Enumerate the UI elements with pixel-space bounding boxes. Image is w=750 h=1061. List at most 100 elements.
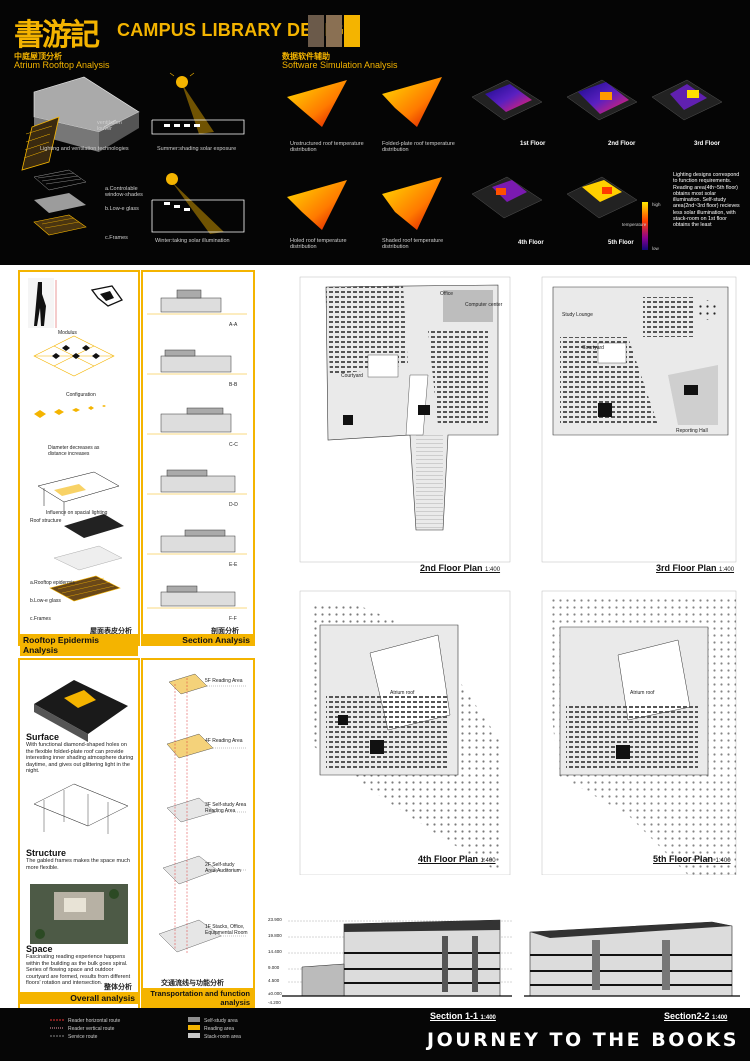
rooftop-caption-en: Rooftop Epidermis Analysis [20,634,138,656]
label-frames: c.Frames [105,235,128,241]
roof-caption-1: Unstructured roof temperature distributi… [290,141,364,153]
plan-3-title: 3rd Floor Plan [656,563,717,573]
label-lowe-glass: b.Low-e glass [30,598,61,604]
plan-5-caption: 5th Floor Plan 1:400 [653,854,731,864]
section-2-caption: Section2-2 1:400 [664,1011,727,1021]
level-4500: 4.500 [268,978,280,983]
plan-5-scale: 1:400 [715,858,731,864]
floor-plans [299,276,737,875]
overall-caption-en: Overall analysis [20,992,138,1004]
room-computer: Computer center [465,302,503,308]
label-configuration: Configuration [66,392,96,398]
footer-band: Reader horizontal route Reader vertical … [0,1008,750,1061]
transport-caption-cn: 交通流线与功能分析 [161,979,224,987]
legend-reading: Reading area [204,1026,235,1032]
floor-label-5: 5th Floor [608,240,634,246]
level-14400: 14.400 [268,949,282,954]
label-frames-2: c.Frames [30,616,51,622]
section-2-title: Section2-2 [664,1011,710,1021]
label-lighting: Lighting and ventilation technologies [40,146,129,152]
label-ventilation: ventilation louver [97,120,122,132]
legend-swatches [50,1017,200,1038]
surface-heading: Surface [26,732,60,742]
plan-4-scale: 1:400 [480,858,496,864]
section-cc: C-C [229,442,238,448]
label-winter: Winter:taking solar illumination [155,238,230,244]
space-text: Fascinating reading experience happens w… [26,954,131,986]
atrium-diagrams [21,72,245,236]
sim-title-en: Software Simulation Analysis [282,60,398,70]
slogan: JOURNEY TO THE BOOKS [427,1029,739,1051]
plan-3-caption: 3rd Floor Plan 1:400 [656,563,734,573]
level-5f: 5F Reading Area [205,678,243,684]
structure-text: The gabled frames makes the space much m… [26,858,130,871]
section-1-caption: Section 1-1 1:400 [430,1011,496,1021]
transport-drawings [158,673,247,954]
level-m4200: -4.200 [268,1000,281,1005]
room-courtyard-2: Courtyard [341,373,363,379]
plan-4-title: 4th Floor Plan [418,854,479,864]
level-23900: 23.900 [268,917,282,922]
simulation-note: Lighting designs correspond to function … [673,172,740,229]
plan-4-caption: 4th Floor Plan 1:400 [418,854,496,864]
roof-caption-3: Holed roof temperature distribution [290,238,347,250]
room-courtyard-3: Courtyard [582,345,604,351]
section-dd: D-D [229,502,238,508]
floor-label-2: 2nd Floor [608,141,636,147]
plan-2-title: 2nd Floor Plan [420,563,483,573]
simulation-renders [287,77,723,250]
label-epidermis: a.Rooftop epidermis [30,580,75,586]
section-1-scale: 1:400 [480,1015,496,1021]
level-9000: 9.000 [268,965,280,970]
legend-horizontal: Reader horizontal route [68,1018,121,1024]
room-office: Office [440,291,453,297]
roof-caption-4: Shaded roof temperature distribution [382,238,444,250]
label-spacial: Influence on spacial lighting [46,510,108,516]
section-bb: B-B [229,382,238,388]
rooftop-caption-cn: 屋面表皮分析 [90,627,132,635]
level-19800: 19.800 [268,933,282,938]
label-modulus: Modulus [58,330,77,336]
legend-selfstudy: Self-study area [204,1018,238,1024]
plan-3-scale: 1:400 [719,567,735,573]
transport-caption-en: Transportation and function analysis [143,988,253,1008]
legend-vertical: Reader vertical route [68,1026,115,1032]
legend-high: high [652,202,661,207]
section-2-scale: 1:400 [712,1015,728,1021]
legend-stack: Stack-room area [204,1034,241,1040]
section-ee: E-E [229,562,238,568]
section-aa: A-A [229,322,238,328]
label-lowe: b.Low-e glass [105,206,139,212]
section-caption-en: Section Analysis [143,634,253,646]
level-3f: 3F Self-study Area Reading Area [205,802,247,814]
atrium-title-cn: 中庭屋顶分析 [14,52,62,61]
room-atrium-5: Atrium roof [630,690,655,696]
level-1f: 1F Stacks, Office, Equipmental Room [205,924,248,936]
structure-heading: Structure [26,848,67,858]
swatch-2 [326,15,342,47]
room-atrium-4: Atrium roof [390,690,415,696]
header-band: 書游記 CAMPUS LIBRARY DESIGN 中庭屋顶分析 Atrium … [0,0,750,265]
building-sections [282,919,740,997]
section-ff: F-F [229,616,237,622]
floor-label-1: 1st Floor [520,141,546,147]
title-cn: 書游記 [14,18,100,53]
atrium-title-en: Atrium Rooftop Analysis [14,60,110,70]
overall-caption-cn: 整体分析 [104,983,132,991]
floor-label-4: 4th Floor [518,240,544,246]
level-4f: 4F Reading Area [205,738,243,744]
transport-panel: 5F Reading Area 4F Reading Area 3F Self-… [141,658,255,1012]
rooftop-diagrams [28,278,124,602]
level-0000: ±0.000 [268,991,282,996]
surface-text: With functional diamond-shaped holes on … [26,742,134,774]
room-study-lounge: Study Lounge [562,312,593,318]
level-2f: 2F Self-study Area,Auditorium [205,862,241,874]
label-summer: Summer:shading solar exposure [157,146,237,152]
roof-caption-2: Folded-plate roof temperature distributi… [382,141,455,153]
legend-axis: temperature [622,222,647,227]
plan-2-scale: 1:400 [485,567,501,573]
legend-service: Service route [68,1034,98,1040]
section-drawings [147,289,247,609]
section-1-title: Section 1-1 [430,1011,479,1021]
label-roof-structure: Roof structure [30,518,62,524]
